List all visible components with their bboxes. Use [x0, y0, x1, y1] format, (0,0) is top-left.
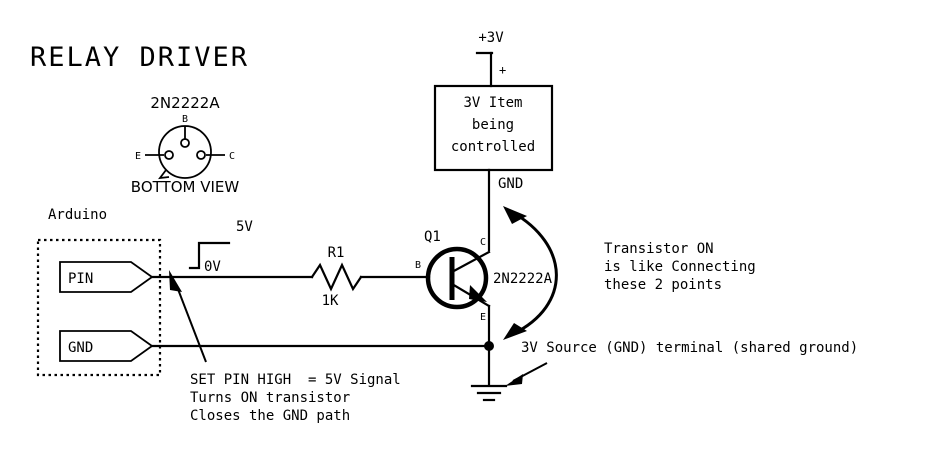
arduino-board-label: Arduino — [48, 207, 107, 223]
arduino-pin-flag-shape-pin — [59, 261, 154, 293]
load-label-line2: being — [472, 117, 514, 133]
transistor-designator: Q1 — [424, 229, 441, 245]
ground-note-text: 3V Source (GND) terminal (shared ground) — [521, 340, 858, 356]
signal-low-label: 0V — [204, 259, 221, 275]
pinout-view-label: BOTTOM VIEW — [131, 178, 240, 196]
supply-rail-label: +3V — [478, 30, 504, 46]
arduino-pin-flag-gnd: GND — [59, 330, 154, 362]
transistor-on-note-line1: Transistor ON — [604, 241, 714, 257]
transistor-on-note-line2: is like Connecting — [604, 259, 756, 275]
signal-step-waveform-group: 5V 0V — [188, 219, 253, 275]
pinout-part-number: 2N2222A — [150, 94, 220, 112]
base-branch-group: R1 1K — [150, 245, 431, 309]
load-box-group: 3V Item being controlled GND — [433, 84, 554, 252]
transistor-on-arrowhead-top-icon — [503, 206, 527, 224]
pinout-emitter-pad-icon — [164, 150, 174, 160]
signal-high-label: 5V — [236, 219, 253, 235]
pin-high-callout-group: SET PIN HIGH = 5V Signal Turns ON transi… — [169, 270, 401, 424]
supply-polarity-label: + — [499, 63, 506, 77]
ground-note-group: 3V Source (GND) terminal (shared ground) — [505, 340, 858, 386]
ground-note-arrowhead-icon — [505, 374, 523, 386]
load-box-outline — [433, 84, 554, 172]
transistor-collector-lead — [450, 250, 491, 274]
arduino-pin-label-gnd: GND — [68, 340, 93, 356]
pinout-collector-pad-icon — [196, 150, 206, 160]
transistor-q1-group: Q1 B C E 2N2222A — [415, 229, 553, 323]
ground-rail-group — [150, 304, 508, 402]
load-label-line3: controlled — [451, 139, 535, 155]
arduino-pin-flag-pin: PIN — [59, 261, 154, 293]
resistor-r1-symbol — [310, 262, 363, 292]
transistor-pinout-group: 2N2222A B E C BOTTOM VIEW — [131, 94, 240, 196]
pinout-orientation-tab-icon — [158, 169, 170, 180]
arduino-pin-label-pin: PIN — [68, 271, 93, 287]
pinout-collector-label: C — [229, 151, 235, 162]
resistor-designator: R1 — [328, 245, 345, 261]
pin-high-leader-line — [175, 283, 207, 363]
arduino-board-outline — [36, 238, 162, 377]
transistor-on-curved-connector — [511, 210, 558, 336]
transistor-collector-terminal-label: C — [480, 237, 486, 248]
pin-high-note-line2: Turns ON transistor — [190, 390, 350, 406]
pinout-base-pad-icon — [180, 138, 190, 148]
transistor-emitter-terminal-label: E — [480, 312, 486, 323]
transistor-emitter-arrow-icon — [469, 285, 487, 302]
pinout-emitter-label: E — [135, 151, 141, 162]
transistor-envelope — [425, 246, 489, 310]
transistor-part-number: 2N2222A — [493, 271, 553, 287]
pin-high-arrowhead-icon — [169, 270, 182, 292]
resistor-value: 1K — [322, 293, 339, 309]
load-label-line1: 3V Item — [463, 95, 522, 111]
load-return-label: GND — [498, 176, 523, 192]
page-title: RELAY DRIVER — [30, 42, 249, 73]
pin-high-note-line1: SET PIN HIGH = 5V Signal — [190, 372, 401, 388]
transistor-base-terminal-label: B — [415, 260, 421, 271]
arduino-group: Arduino PIN GND — [36, 207, 162, 377]
pin-high-note-line3: Closes the GND path — [190, 408, 350, 424]
arduino-pin-flag-shape-gnd — [59, 330, 154, 362]
transistor-on-callout-group: Transistor ON is like Connecting these 2… — [503, 206, 756, 340]
pinout-base-label: B — [182, 114, 188, 125]
signal-step-trace — [188, 241, 231, 270]
transistor-on-note-line3: these 2 points — [604, 277, 722, 293]
transistor-on-arrowhead-bottom-icon — [503, 323, 527, 340]
supply-rail-group: +3V + — [475, 30, 506, 88]
